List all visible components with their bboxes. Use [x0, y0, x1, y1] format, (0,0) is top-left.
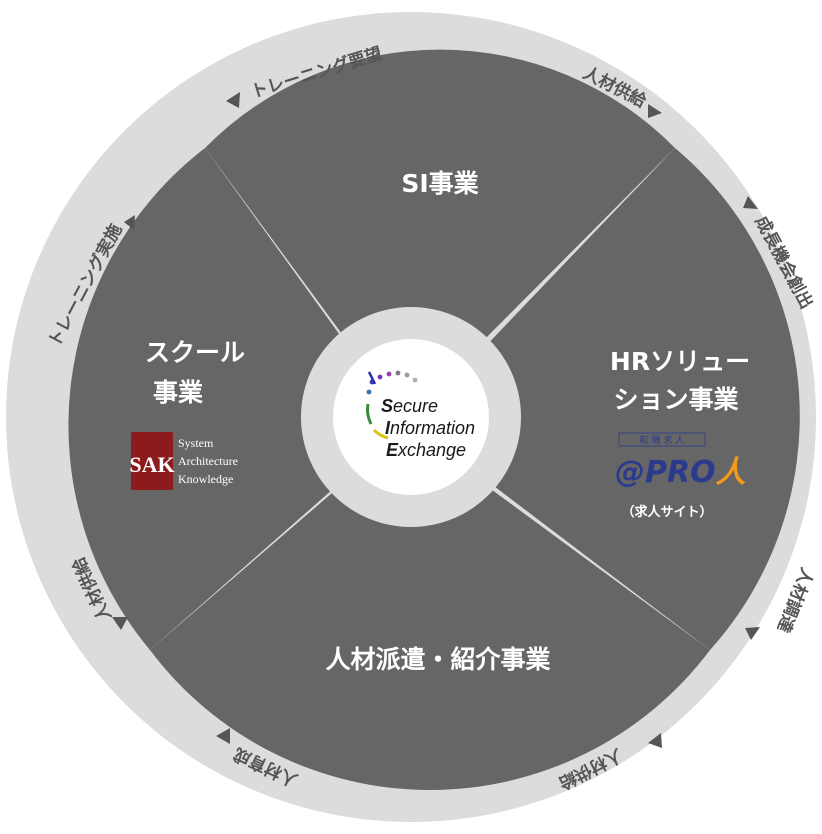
arrow-icon-right-top: [743, 196, 758, 209]
svg-text:Exchange: Exchange: [386, 440, 466, 460]
logo-cap-s: S: [381, 396, 393, 416]
arrow-icon-top-left: [226, 92, 240, 108]
svg-text:@PRO人: @PRO人: [615, 455, 746, 490]
sak-logo: SAK System Architecture Knowledge: [129, 432, 238, 490]
secure-information-exchange-logo: Secure Information Exchange: [365, 370, 475, 460]
arrow-icon-right-bottom: [745, 627, 760, 640]
pro-logo: 転 職 求 人 @PRO人 （求人サイト）: [615, 432, 746, 520]
svg-text:Information: Information: [385, 418, 475, 438]
pro-tag-frame: [618, 432, 706, 447]
center-disc: [333, 339, 489, 495]
sak-mark-icon: [131, 432, 173, 490]
sak-line-system: System: [178, 436, 214, 450]
logo-swirl-icon: [365, 370, 418, 440]
segment-hr-label-line2: ション事業: [613, 385, 738, 414]
segment-haken-label: 人材派遣・紹介事業: [325, 645, 550, 674]
segment-hr: [457, 148, 800, 650]
arrow-icon-bottom-left: [216, 728, 230, 744]
pro-word: PRO: [645, 455, 716, 490]
arrow-icon-left-top: [124, 215, 135, 230]
pro-caption: （求人サイト）: [621, 504, 712, 520]
pro-tagline: 転 職 求 人: [640, 434, 685, 446]
sak-line-knowledge: Knowledge: [178, 472, 233, 486]
segment-school-label-line2: 事業: [153, 378, 203, 407]
pro-jin: 人: [716, 455, 746, 490]
segment-school: [68, 148, 368, 650]
segment-si-label: SI事業: [401, 169, 478, 198]
sak-mark-text: SAK: [129, 452, 174, 477]
logo-word-exchange: xchange: [397, 440, 466, 460]
arrow-icon-left-bottom: [112, 617, 128, 630]
logo-cap-i: I: [385, 418, 391, 438]
segment-hr-label-line1: HRソリュー: [610, 347, 750, 376]
svg-text:Secure: Secure: [381, 396, 438, 416]
pro-at-mark: @: [615, 455, 645, 490]
segment-haken: [150, 462, 710, 790]
logo-word-information: nformation: [390, 418, 475, 438]
arrow-icon-bottom-right: [648, 733, 662, 748]
sak-line-architecture: Architecture: [178, 454, 238, 468]
logo-word-secure: ecure: [393, 396, 438, 416]
segment-si: [205, 49, 675, 373]
segment-school-label-line1: スクール: [145, 338, 245, 367]
logo-cap-e: E: [386, 440, 399, 460]
arrow-icon-top-right: [648, 104, 662, 118]
